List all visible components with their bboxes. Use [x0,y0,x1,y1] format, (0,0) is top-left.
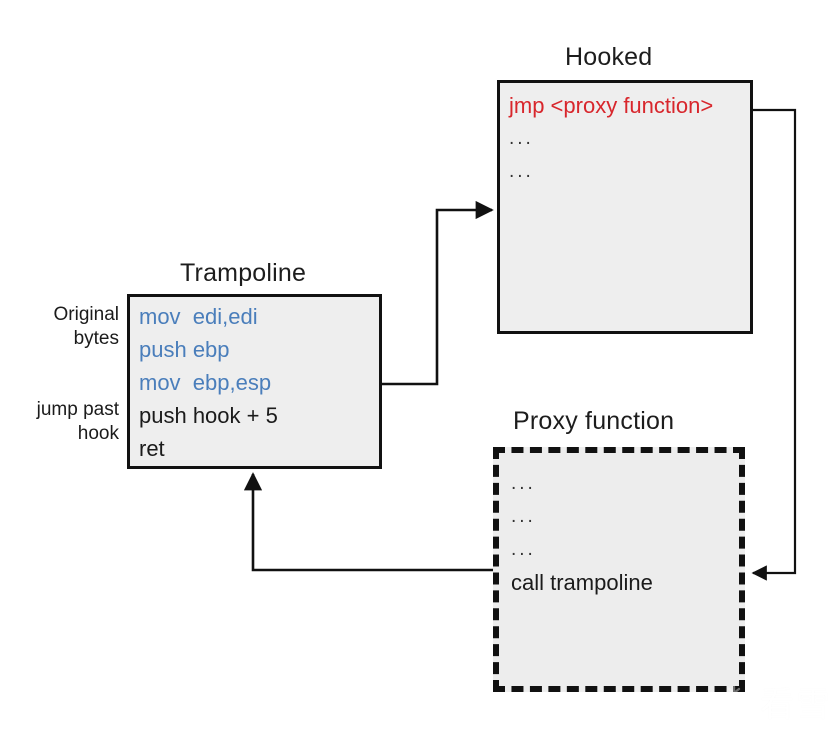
trampoline-code-line-1: push ebp [139,337,230,362]
trampoline-title: Trampoline [180,259,307,287]
trampoline-code-line-0: mov edi,edi [139,304,258,329]
connector-proxy-to-trampoline [243,472,496,572]
proxy-code-line-0: ... [511,473,536,494]
trampoline-code-list: mov edi,edi push ebp mov ebp,esp push ho… [139,300,375,465]
hooked-code-list: jmp <proxy function> ... ... [509,89,746,188]
proxy-code-list: ... ... ... call trampoline [511,467,735,599]
proxy-function-box[interactable]: ... ... ... call trampoline [493,447,745,692]
annotation-original-bytes: Original bytes [53,304,119,349]
watermark-text: 看雪 [760,685,832,725]
connector-hooked-to-proxy [750,108,797,581]
hooked-box[interactable]: jmp <proxy function> ... ... [497,80,753,334]
proxy-code-line-1: ... [511,506,536,527]
hooked-title: Hooked [565,43,653,71]
annotation-jump-past-hook: jump past hook [36,399,119,444]
trampoline-box[interactable]: mov edi,edi push ebp mov ebp,esp push ho… [127,294,382,469]
connector-trampoline-to-hooked [378,200,494,386]
trampoline-code-line-3: push hook + 5 [139,403,278,428]
hooked-code-line-0: jmp <proxy function> [509,93,714,118]
proxy-code-line-2: ... [511,539,536,560]
hooked-code-line-2: ... [509,161,534,182]
proxy-code-line-3: call trampoline [511,570,653,595]
trampoline-code-line-2: mov ebp,esp [139,370,272,395]
hooked-code-line-1: ... [509,128,534,149]
proxy-title: Proxy function [513,407,675,435]
trampoline-code-line-4: ret [139,436,165,461]
